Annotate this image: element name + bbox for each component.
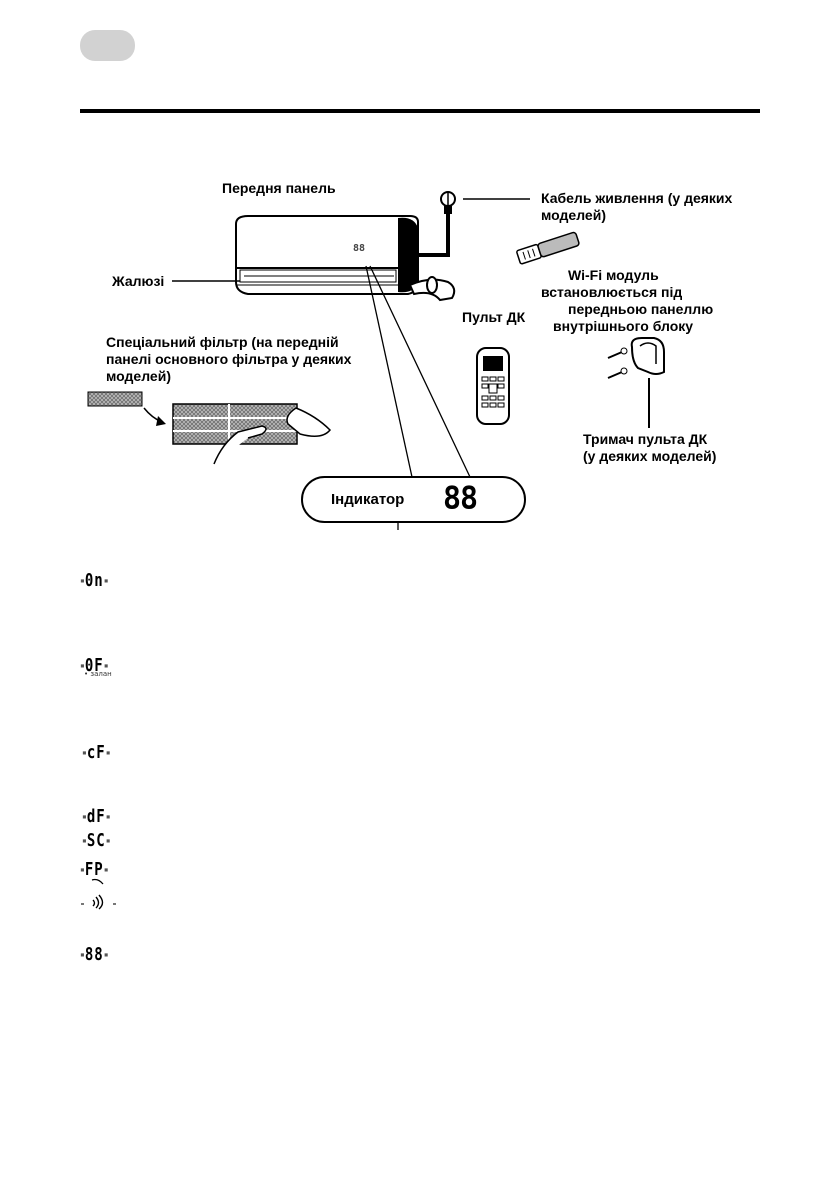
display-code-sc: ▪SC▪ bbox=[82, 831, 111, 851]
label-filter-2: панелі основного фільтра у деяких bbox=[106, 351, 352, 367]
label-louver: Жалюзі bbox=[112, 273, 165, 289]
label-holder-2: (у деяких моделей) bbox=[583, 448, 717, 464]
indicator-digits: 88 bbox=[443, 480, 478, 517]
indicator-label: Індикатор bbox=[331, 491, 405, 508]
label-power-cable-2: моделей) bbox=[541, 207, 606, 223]
display-code-88: ▪88▪ bbox=[80, 945, 109, 965]
wifi-module-drawing bbox=[516, 231, 580, 265]
unit-display-digits: 88 bbox=[353, 243, 366, 254]
display-code-off-sub: • залан bbox=[84, 670, 112, 678]
display-code-on: ▪0n▪ bbox=[80, 571, 109, 591]
display-code-off-text: 0F bbox=[84, 656, 104, 676]
display-code-cf: ▪cF▪ bbox=[82, 743, 111, 763]
wifi-signal-icon bbox=[81, 894, 116, 910]
display-code-fp-text: FP bbox=[84, 860, 104, 880]
label-wifi-3: передньою панеллю bbox=[568, 301, 714, 317]
page-number-pill bbox=[80, 30, 135, 61]
label-front-panel: Передня панель bbox=[222, 180, 336, 196]
display-code-sc-text: SC bbox=[86, 831, 106, 851]
air-conditioner-diagram bbox=[87, 191, 665, 530]
display-code-fp: ▪FP▪ bbox=[80, 860, 109, 880]
label-wifi-1: Wi-Fi модуль bbox=[568, 267, 659, 283]
label-wifi-4: внутрішнього блоку bbox=[553, 318, 694, 334]
display-code-df: ▪dF▪ bbox=[82, 807, 111, 827]
display-code-df-text: dF bbox=[86, 807, 106, 827]
indicator-pointer-right bbox=[369, 265, 471, 478]
label-power-cable-1: Кабель живлення (у деяких bbox=[541, 190, 733, 206]
display-code-cf-text: cF bbox=[86, 743, 106, 763]
display-code-wifi bbox=[80, 894, 120, 915]
header-rule bbox=[80, 109, 760, 113]
label-filter-1: Спеціальний фільтр (на передній bbox=[106, 334, 339, 350]
power-cable-drawing bbox=[414, 191, 530, 257]
filter-drawing bbox=[87, 391, 332, 465]
indicator-pointer-left bbox=[365, 265, 413, 478]
display-code-on-text: 0n bbox=[84, 571, 104, 591]
display-code-off: ▪0F▪• залан bbox=[80, 656, 112, 678]
indoor-unit-drawing bbox=[235, 215, 419, 295]
indicator-callout bbox=[301, 476, 526, 523]
display-code-88-text: 88 bbox=[84, 945, 104, 965]
pipe-drawing bbox=[408, 276, 456, 302]
label-remote: Пульт ДК bbox=[462, 309, 526, 325]
label-holder-1: Тримач пульта ДК bbox=[583, 431, 708, 447]
remote-holder-drawing bbox=[607, 337, 665, 428]
fp-underline-icon bbox=[91, 878, 104, 885]
label-filter-3: моделей) bbox=[106, 368, 171, 384]
label-wifi-2: встановлюється під bbox=[541, 284, 683, 300]
remote-control-drawing bbox=[476, 347, 510, 425]
